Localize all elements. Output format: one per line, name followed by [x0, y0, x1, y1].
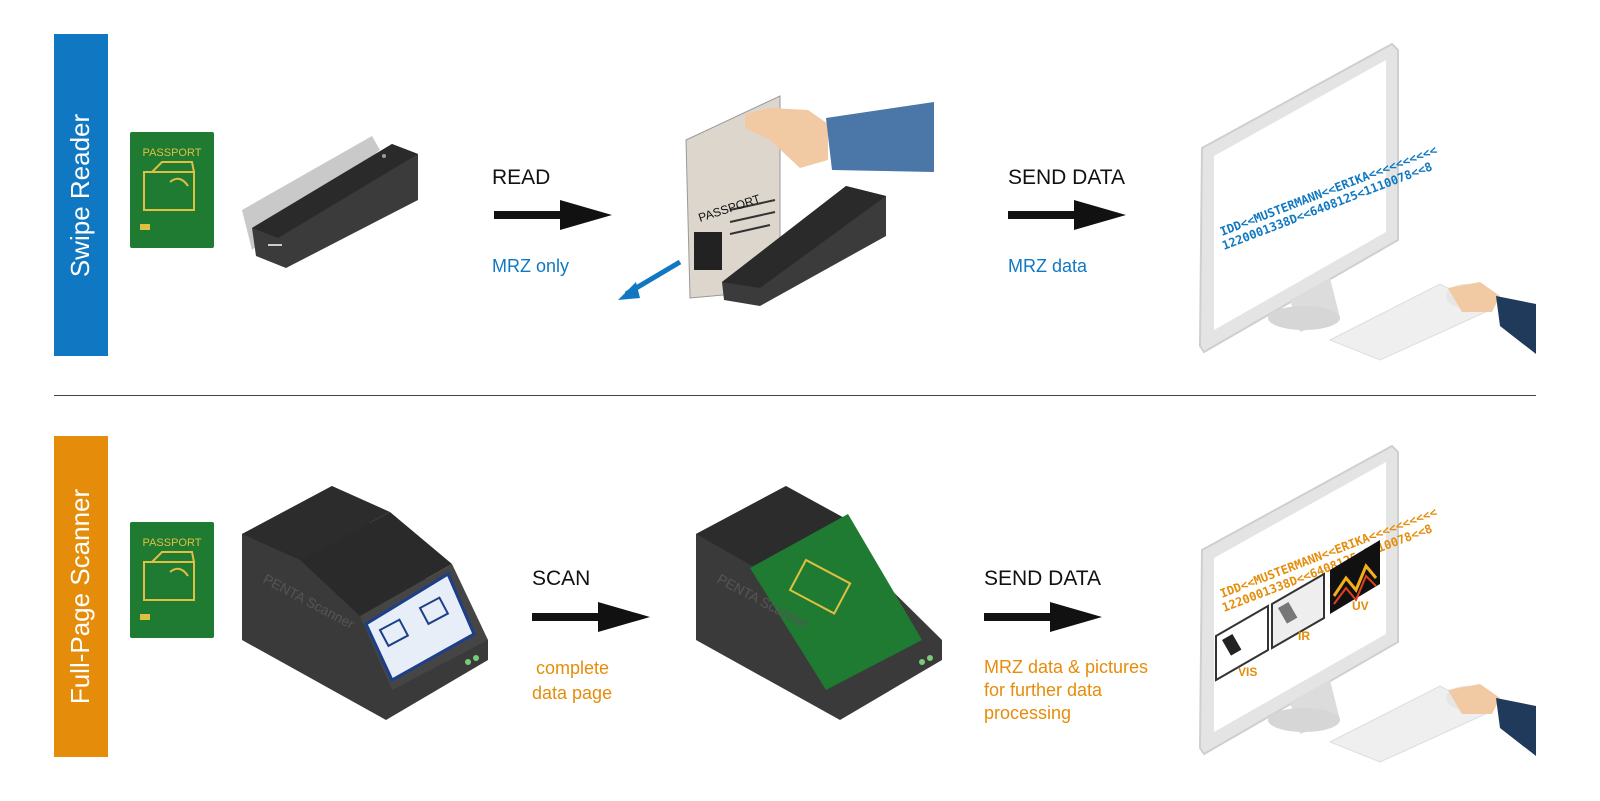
reader-with-card: PASSPORT [618, 95, 934, 306]
passport-icon-top: PASSPORT [129, 131, 215, 249]
send-data-note-line3: processing [984, 703, 1072, 723]
swipe-reader-band: Swipe Reader [54, 34, 108, 356]
send-data-label-bottom: SEND DATA [984, 567, 1102, 590]
passport-icon-bottom: PASSPORT [129, 521, 215, 639]
ir-label: IR [1298, 629, 1310, 643]
read-label: READ [492, 166, 551, 189]
send-data-label-top: SEND DATA [1008, 166, 1126, 189]
read-arrow [494, 200, 612, 230]
passport-title-top: PASSPORT [143, 147, 202, 159]
uv-image [1330, 540, 1380, 614]
send-data-note-line1: MRZ data & pictures [984, 657, 1149, 677]
computer-top: IDD<<MUSTERMANN<<ERIKA<<<<<<<<<< 1220001… [1198, 42, 1536, 361]
row-divider [54, 395, 1536, 396]
mrz-only-note: MRZ only [492, 256, 570, 276]
passport-title-bottom: PASSPORT [143, 537, 202, 549]
scanner-with-passport: PENTA Scanner [696, 486, 942, 720]
scan-note-line2: data page [532, 683, 613, 703]
send-data-note-line2: for further data [984, 680, 1103, 700]
send-data-arrow-bottom [984, 602, 1102, 632]
swipe-reader-device [242, 136, 418, 268]
computer-bottom: IDD<<MUSTERMANN<<ERIKA<<<<<<<<<< 1220001… [1198, 444, 1536, 763]
mrz-data-note: MRZ data [1008, 256, 1088, 276]
vis-image [1215, 604, 1269, 682]
vis-label: VIS [1238, 665, 1257, 679]
full-page-scanner-device: PENTA Scanner [242, 486, 488, 720]
scan-arrow [532, 602, 650, 632]
scan-note-line1: complete [536, 658, 610, 678]
scan-label: SCAN [532, 567, 591, 590]
send-data-arrow-top [1008, 200, 1126, 230]
full-page-scanner-band: Full-Page Scanner [54, 436, 108, 757]
ir-image [1271, 572, 1325, 650]
uv-label: UV [1352, 599, 1369, 613]
